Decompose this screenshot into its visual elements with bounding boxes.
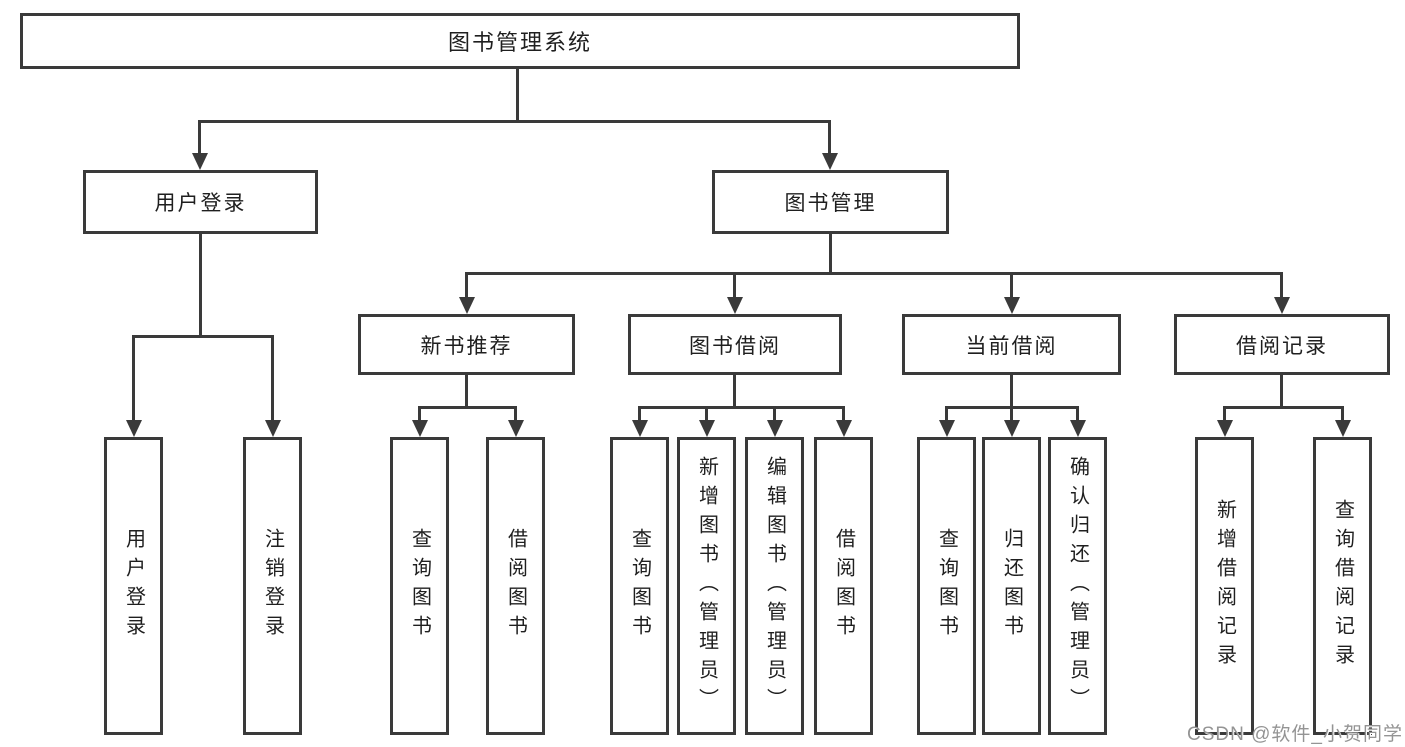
- arrow-down-icon: [507, 420, 524, 437]
- node-user-login: 用户登录: [83, 170, 318, 234]
- arrow-down-icon: [1003, 420, 1020, 437]
- connector-drop: [945, 406, 948, 421]
- connector-drop: [842, 406, 845, 421]
- leaf-add-borrow-record: 新增借阅记录: [1195, 437, 1254, 735]
- connector-drop: [1010, 406, 1013, 421]
- connector-drop-user-login: [198, 120, 201, 154]
- connector-level2-bar: [198, 120, 831, 123]
- node-book-management: 图书管理: [712, 170, 949, 234]
- arrow-down-icon: [1274, 297, 1290, 314]
- node-current-borrow: 当前借阅: [902, 314, 1121, 375]
- arrow-down-icon: [1216, 420, 1233, 437]
- connector-drop-borrow-records: [1280, 272, 1283, 298]
- leaf-user-login: 用户登录: [104, 437, 163, 735]
- connector-drop: [1076, 406, 1079, 421]
- leaf-query-books-current: 查询图书: [917, 437, 976, 735]
- connector-book-borrow-bar: [638, 406, 845, 409]
- connector-user-login-stem: [199, 234, 202, 335]
- connector-level3-bar: [465, 272, 1283, 275]
- arrow-down-icon: [698, 420, 715, 437]
- connector-drop-new-book: [465, 272, 468, 298]
- connector-current-borrow-stem: [1010, 375, 1013, 406]
- connector-user-login-bar: [132, 335, 274, 338]
- leaf-borrow-books: 借阅图书: [814, 437, 873, 735]
- arrow-down-icon: [1334, 420, 1351, 437]
- arrow-down-icon: [1069, 420, 1086, 437]
- connector-drop-book-borrow: [733, 272, 736, 298]
- csdn-watermark: CSDN @软件_小贺同学: [1187, 724, 1403, 745]
- connector-root-stem: [516, 69, 519, 120]
- arrow-down-icon: [191, 153, 208, 170]
- leaf-confirm-return-admin: 确认归还（管理员）: [1048, 437, 1107, 735]
- leaf-query-borrow-record: 查询借阅记录: [1313, 437, 1372, 735]
- connector-new-book-stem: [465, 375, 468, 406]
- connector-drop: [514, 406, 517, 421]
- connector-drop-current-borrow: [1010, 272, 1013, 298]
- connector-drop: [418, 406, 421, 421]
- connector-drop-leaf-user-login: [132, 335, 135, 421]
- connector-drop: [773, 406, 776, 421]
- arrow-down-icon: [631, 420, 648, 437]
- node-new-book-recommend: 新书推荐: [358, 314, 575, 375]
- node-borrow-records: 借阅记录: [1174, 314, 1390, 375]
- leaf-query-books-borrow: 查询图书: [610, 437, 669, 735]
- connector-drop-book-management: [828, 120, 831, 154]
- leaf-edit-books-admin: 编辑图书（管理员）: [745, 437, 804, 735]
- connector-drop-leaf-logout: [271, 335, 274, 421]
- connector-book-management-stem: [829, 234, 832, 272]
- connector-new-book-bar: [418, 406, 517, 409]
- connector-drop: [1223, 406, 1226, 421]
- arrow-down-icon: [727, 297, 743, 314]
- leaf-borrow-books-recommend: 借阅图书: [486, 437, 545, 735]
- arrow-down-icon: [1003, 297, 1020, 314]
- connector-drop: [1341, 406, 1344, 421]
- connector-book-borrow-stem: [733, 375, 736, 406]
- arrow-down-icon: [835, 420, 852, 437]
- leaf-add-books-admin: 新增图书（管理员）: [677, 437, 736, 735]
- node-library-management-system: 图书管理系统: [20, 13, 1020, 69]
- connector-drop: [705, 406, 708, 421]
- arrow-down-icon: [264, 420, 281, 437]
- leaf-logout: 注销登录: [243, 437, 302, 735]
- arrow-down-icon: [411, 420, 428, 437]
- arrow-down-icon: [458, 297, 475, 314]
- leaf-return-books: 归还图书: [982, 437, 1041, 735]
- arrow-down-icon: [766, 420, 783, 437]
- arrow-down-icon: [938, 420, 955, 437]
- arrow-down-icon: [821, 153, 838, 170]
- connector-borrow-records-stem: [1280, 375, 1283, 406]
- connector-drop: [638, 406, 641, 421]
- node-book-borrow: 图书借阅: [628, 314, 842, 375]
- connector-borrow-records-bar: [1223, 406, 1344, 409]
- leaf-query-books-recommend: 查询图书: [390, 437, 449, 735]
- arrow-down-icon: [125, 420, 142, 437]
